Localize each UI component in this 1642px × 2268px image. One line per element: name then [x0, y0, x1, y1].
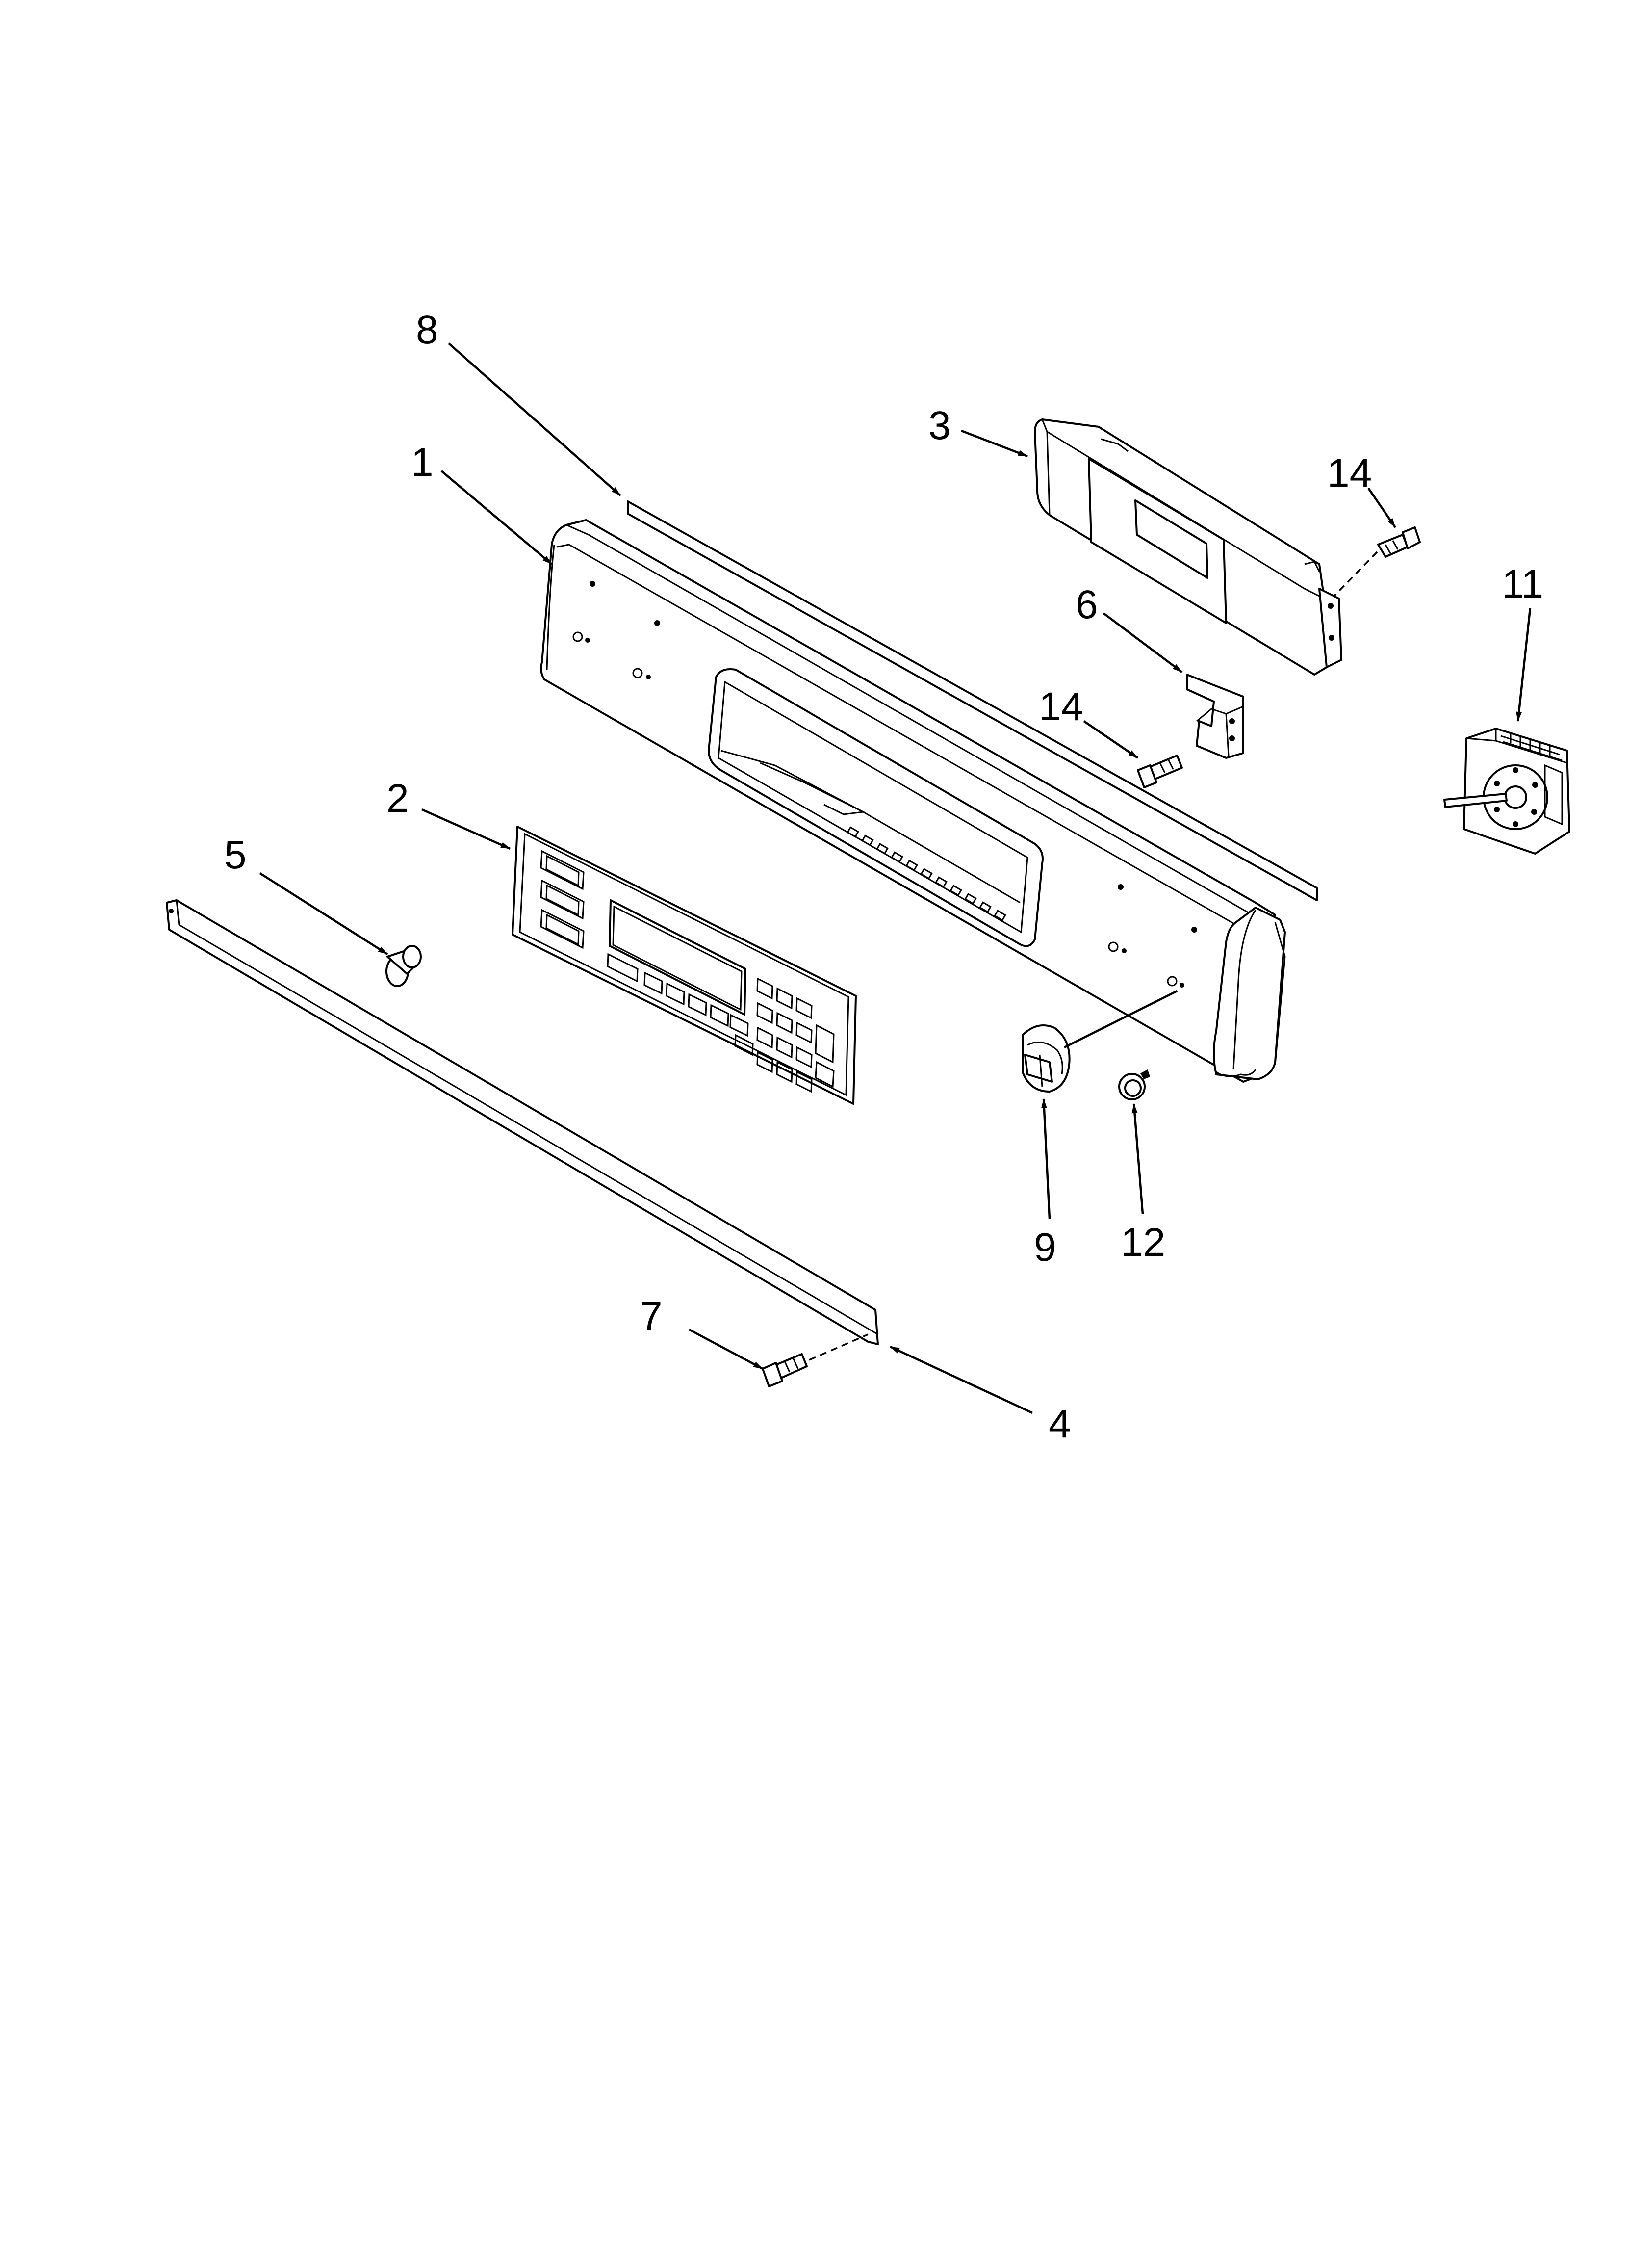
callout-8: 8	[416, 308, 438, 352]
part-14-screw-upper	[1377, 526, 1421, 558]
callout-3: 3	[928, 403, 951, 448]
part-4-lower-trim-strip	[166, 899, 879, 1345]
callout-5: 5	[224, 833, 247, 877]
callout-6: 6	[1076, 582, 1098, 627]
part-14-screw-lower	[1137, 755, 1183, 788]
part-7-screw	[762, 1353, 808, 1387]
part-12-small-knob	[1118, 1069, 1150, 1100]
callout-labels: 8 1 3 14 11 6 14 2 5 9 12 7 4	[224, 308, 1543, 1446]
callout-1: 1	[411, 440, 434, 485]
callout-9: 9	[1034, 1225, 1056, 1270]
overlay-function-buttons	[607, 953, 749, 1037]
part-2-touch-panel-overlay	[512, 826, 857, 1105]
callout-4: 4	[1049, 1402, 1071, 1446]
callout-12: 12	[1121, 1220, 1165, 1265]
part-5-plug-button	[385, 945, 422, 987]
part-6-mounting-bracket	[1186, 674, 1244, 759]
part-9-control-knob	[1022, 1024, 1071, 1093]
part-8-trim-strip	[627, 500, 1318, 901]
callout-2: 2	[386, 776, 409, 821]
console-connector-row	[847, 826, 1006, 921]
callout-leaders	[259, 342, 1532, 1414]
switch-terminal-grid	[1500, 733, 1563, 761]
overlay-keypad	[734, 977, 835, 1093]
callout-7: 7	[640, 1294, 663, 1338]
part-1-control-console	[540, 519, 1286, 1083]
callout-14-upper: 14	[1327, 451, 1372, 495]
part-3-control-board	[1034, 418, 1342, 676]
part-11-infinite-switch	[1443, 728, 1570, 855]
callout-14-lower: 14	[1039, 684, 1083, 729]
overlay-left-buttons	[540, 850, 585, 949]
callout-11: 11	[1502, 562, 1543, 606]
